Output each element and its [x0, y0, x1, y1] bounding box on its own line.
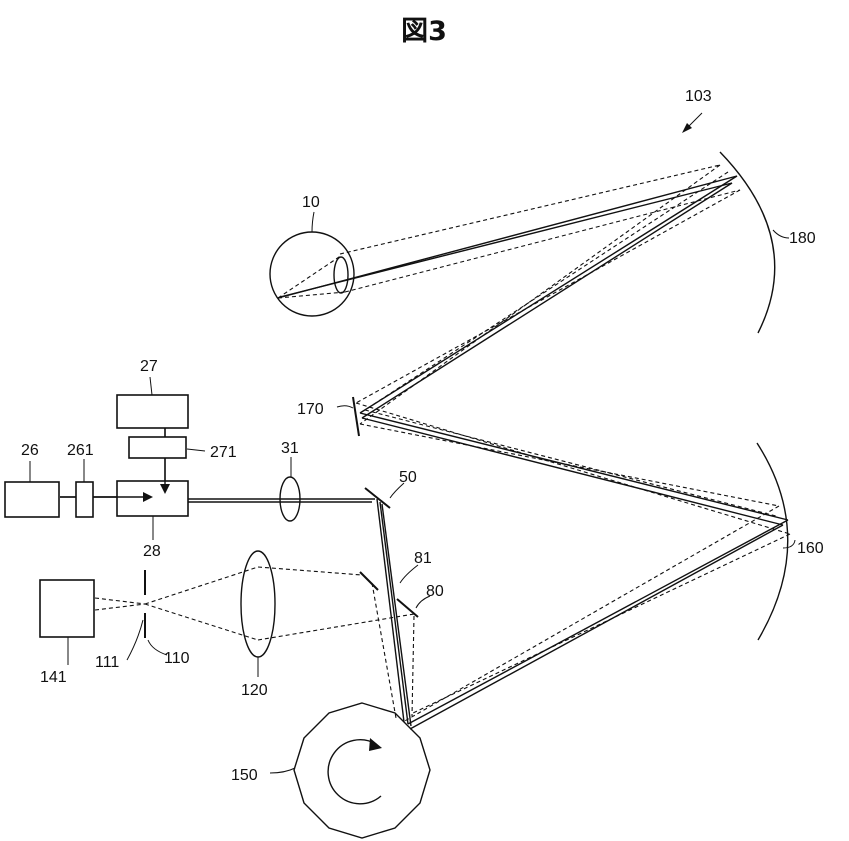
label-120: 120: [241, 682, 268, 699]
label-31: 31: [281, 440, 299, 457]
label-111: 111: [95, 654, 119, 671]
unit-26: [5, 482, 59, 517]
concave-mirror-160: [757, 443, 788, 640]
flat-mirror-170: [353, 397, 359, 436]
label-80: 80: [426, 583, 444, 600]
detector-141: [40, 580, 94, 637]
lens-120: [241, 551, 275, 657]
unit-28: [117, 481, 188, 516]
eye-10: [270, 232, 354, 316]
filter-271: [129, 437, 186, 458]
beam-170-160: [356, 403, 790, 534]
label-271: 271: [210, 444, 237, 461]
beam-180-170: [356, 165, 740, 424]
label-180: 180: [789, 230, 816, 247]
label-50: 50: [399, 469, 417, 486]
label-141: 141: [40, 669, 67, 686]
label-10: 10: [302, 194, 320, 211]
label-27: 27: [140, 358, 158, 375]
label-81: 81: [414, 550, 432, 567]
label-160: 160: [797, 540, 824, 557]
concave-mirror-180: [720, 152, 775, 333]
mirror-80: [397, 599, 418, 617]
label-170: 170: [297, 401, 324, 418]
label-150: 150: [231, 767, 258, 784]
label-261: 261: [67, 442, 94, 459]
beam-160-150: [403, 506, 790, 729]
label-26: 26: [21, 442, 39, 459]
fold-mirror: [360, 572, 378, 590]
label-110: 110: [164, 650, 190, 667]
rotation-arrowhead: [369, 738, 382, 751]
eye-lens: [334, 257, 348, 293]
figure-title: 図3: [401, 16, 447, 47]
filter-261: [76, 482, 93, 517]
label-103: 103: [685, 88, 712, 105]
unit-27: [117, 395, 188, 428]
label-28: 28: [143, 543, 161, 560]
